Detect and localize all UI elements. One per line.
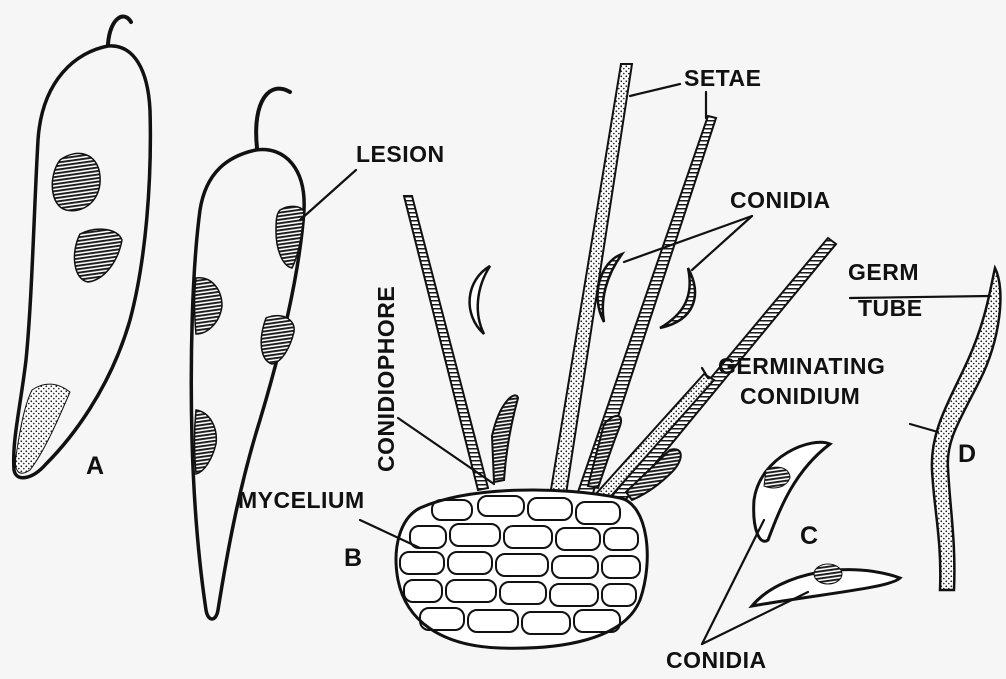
label-mycelium: MYCELIUM [238, 487, 365, 513]
conidium-free-3 [660, 268, 695, 328]
label-conidia-top: CONIDIA [730, 187, 831, 213]
fruit-b-stalk [256, 89, 290, 148]
label-germ: GERM [848, 259, 919, 285]
label-setae: SETAE [684, 65, 761, 91]
conidia-c [752, 442, 900, 606]
fruit-b-spot-2 [195, 278, 223, 334]
label-conidium: CONIDIUM [740, 383, 860, 409]
fruit-b-spot-4 [195, 410, 217, 474]
seta-center [546, 64, 632, 520]
panel-label-a: A [86, 452, 105, 480]
conidium-free-1 [470, 266, 490, 334]
panel-label-d: D [958, 440, 977, 468]
fruit-a-spot-1 [52, 153, 100, 210]
panel-label-c: C [800, 522, 819, 550]
fruit-a-spot-3 [16, 384, 70, 473]
label-lesion: LESION [356, 141, 445, 167]
fruit-b [191, 89, 304, 619]
seta-left [404, 196, 488, 490]
germ-tube [932, 268, 1001, 590]
panel-label-b: B [344, 544, 363, 572]
conidiophore-1 [492, 395, 518, 482]
germ-tube-d [932, 268, 1001, 590]
mycelium [396, 490, 647, 648]
conidium-c-2-spot [814, 564, 842, 584]
label-conidia-bottom: CONIDIA [666, 647, 767, 673]
label-conidiophore: CONIDIOPHORE [373, 286, 399, 472]
label-germinating: GERMINATING [718, 353, 885, 379]
label-tube: TUBE [858, 295, 923, 321]
fruit-a-stalk [108, 17, 131, 44]
fruit-a [14, 17, 151, 478]
fruit-b-spot-3 [261, 316, 294, 364]
fruit-a-spot-2 [74, 229, 122, 282]
